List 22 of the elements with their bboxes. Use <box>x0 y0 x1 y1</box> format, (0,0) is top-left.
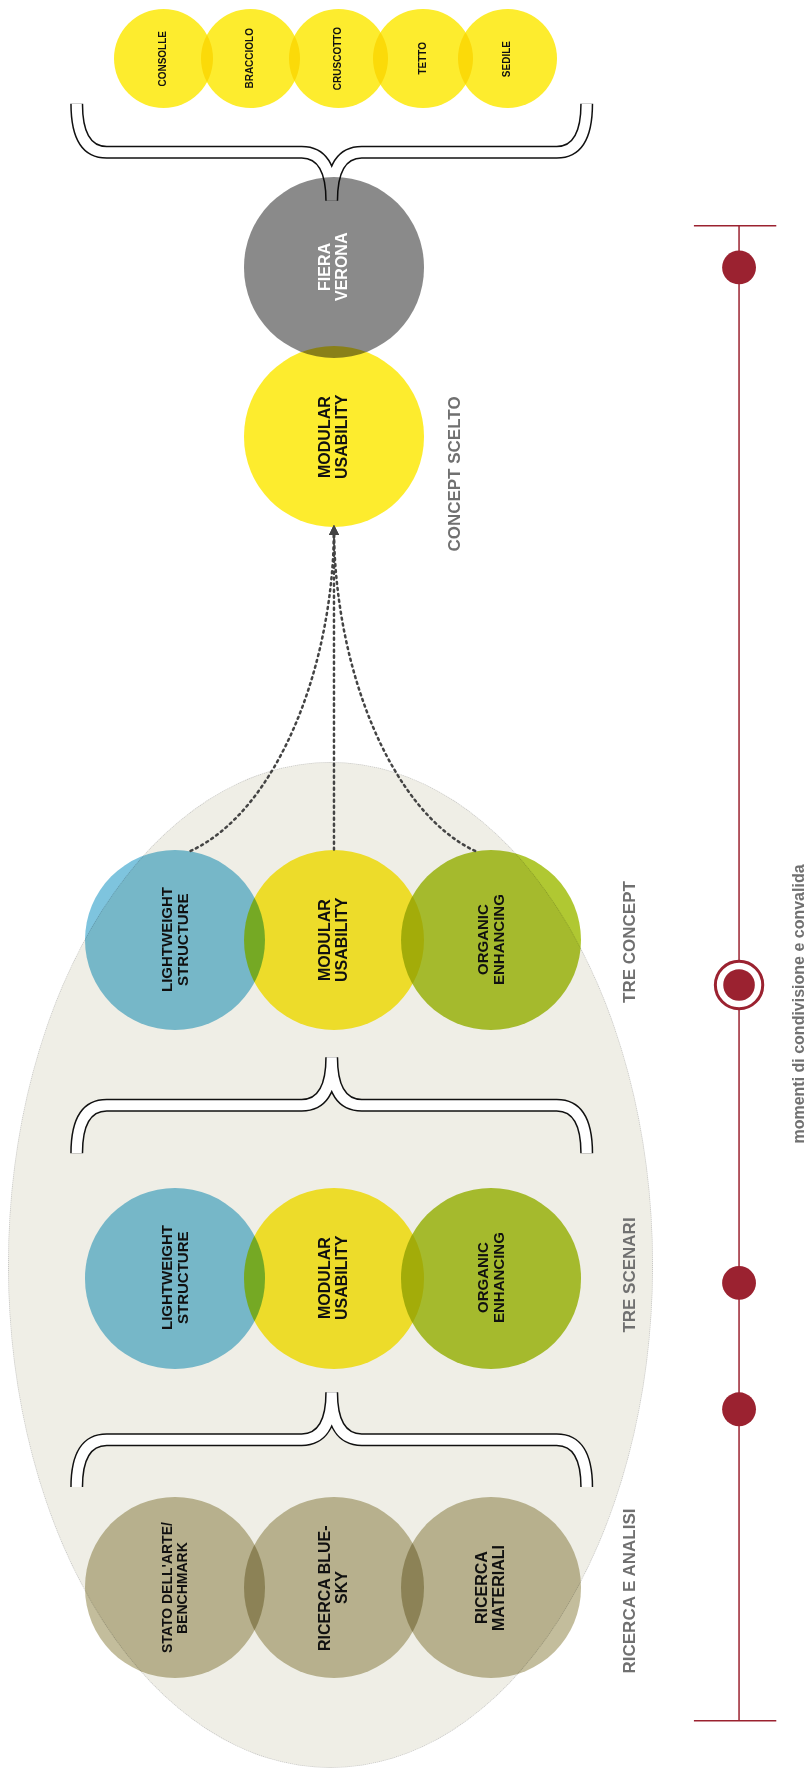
circle-label: FIERA VERONA <box>317 232 351 304</box>
circle-label: RICERCA MATERIALI <box>474 1543 508 1633</box>
circle-label: ORGANIC ENHANCING <box>475 893 507 988</box>
section-label: TRE SCENARI <box>619 1217 640 1333</box>
circle-label: RICERCA BLUE-SKY <box>317 1523 351 1653</box>
circle-label: ORGANIC ENHANCING <box>475 1231 507 1326</box>
circle-label: MODULAR USABILITY <box>317 896 351 985</box>
circle-label: CRUSCOTTO <box>333 27 344 91</box>
section-label: RICERCA E ANALISI <box>619 1508 640 1674</box>
dotted-arrow <box>329 524 477 853</box>
circle-label: STATO DELL'ARTE/ BENCHMARK <box>160 1521 190 1655</box>
circle-label: CONSOLLE <box>158 30 169 87</box>
section-label: momenti di condivisione e convalida <box>789 864 808 1144</box>
circle-label: TETTO <box>417 42 429 75</box>
circle-label: MODULAR USABILITY <box>317 393 351 481</box>
section-label: TRE CONCEPT <box>619 881 640 1004</box>
circle-label: BRACCIOLO <box>245 28 256 89</box>
section-label: CONCEPT SCELTO <box>444 396 465 552</box>
circle-label: SEDILE <box>502 40 513 77</box>
circle-label: LIGHTWEIGHT STRUCTURE <box>159 1224 191 1333</box>
circle-label: MODULAR USABILITY <box>317 1235 351 1323</box>
circle-label: LIGHTWEIGHT STRUCTURE <box>159 886 191 995</box>
